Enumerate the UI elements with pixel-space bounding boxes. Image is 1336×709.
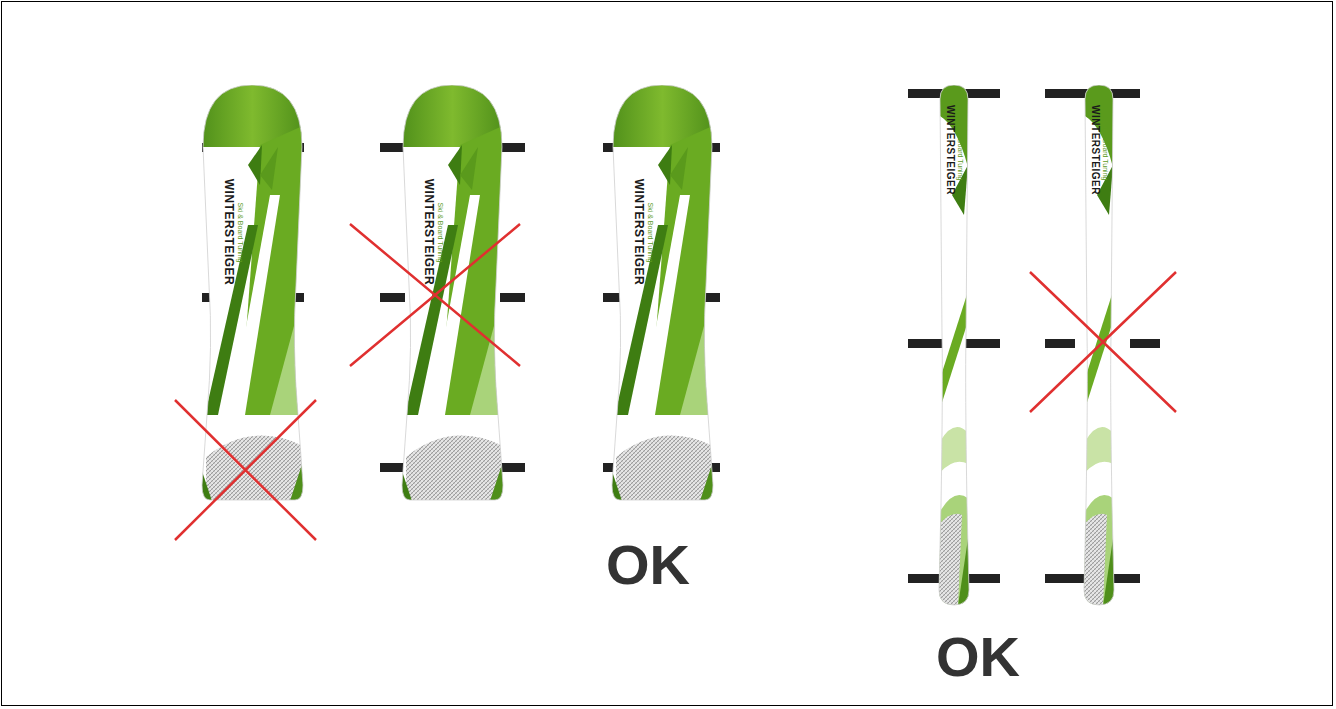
- brand-logo: WINTERSTEIGER: [223, 179, 235, 286]
- ok-mark: OK: [606, 537, 690, 593]
- brand-tagline: Ski & Board Tuning: [1103, 120, 1110, 180]
- brand-tagline: Ski & Board Tuning: [648, 202, 655, 262]
- snowboard: [400, 85, 505, 501]
- brand-logo: WINTERSTEIGER: [633, 179, 645, 286]
- snowboard: [200, 85, 305, 501]
- brand-tagline: Ski & Board Tuning: [438, 202, 445, 262]
- brand-logo: WINTERSTEIGER: [1090, 105, 1100, 195]
- ski: [938, 85, 970, 606]
- wrong-marks: [175, 224, 1176, 540]
- ok-mark: OK: [936, 629, 1020, 685]
- snowboard: [610, 85, 715, 501]
- brand-logo: WINTERSTEIGER: [945, 105, 955, 195]
- brand-tagline: Ski & Board Tuning: [958, 120, 965, 180]
- brand-logo: WINTERSTEIGER: [423, 179, 435, 286]
- brand-tagline: Ski & Board Tuning: [238, 202, 245, 262]
